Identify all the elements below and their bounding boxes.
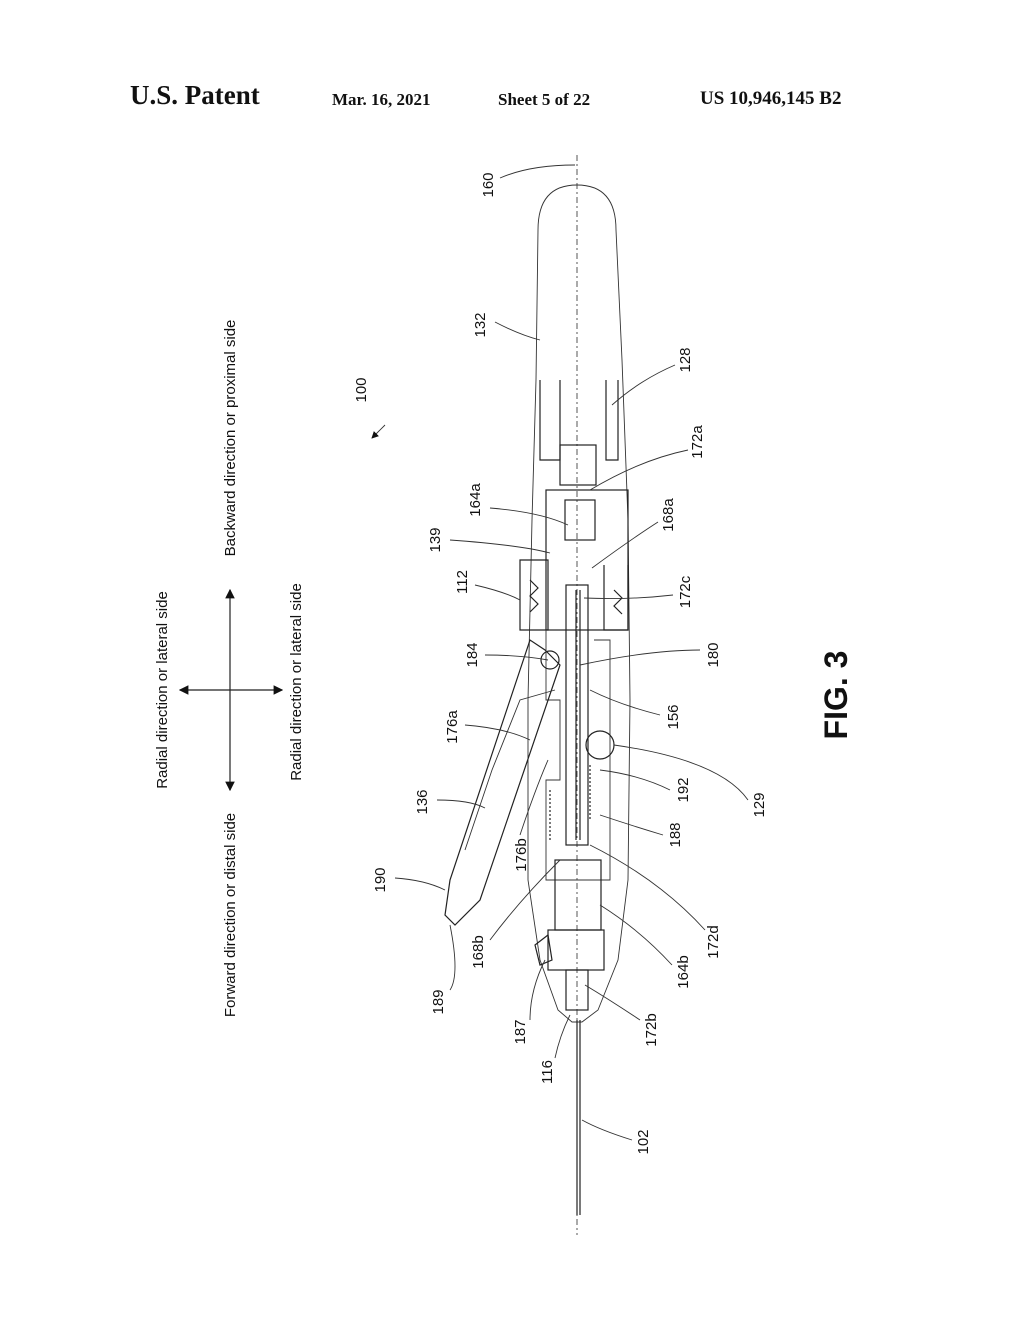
ref-172b: 172b (643, 1013, 660, 1046)
sheet-number: Sheet 5 of 22 (498, 90, 591, 109)
ref-129: 129 (751, 792, 768, 817)
ref-180: 180 (705, 642, 722, 667)
patent-number: US 10,946,145 B2 (700, 88, 842, 109)
ref-188: 188 (667, 822, 684, 847)
ref-184: 184 (464, 642, 481, 667)
ref-132: 132 (472, 312, 489, 337)
ref-176b: 176b (513, 838, 530, 871)
direction-arrows (178, 588, 284, 792)
direction-radial-left: Radial direction or lateral side (154, 591, 171, 789)
figure-caption: FIG. 3 (818, 651, 854, 740)
direction-radial-right: Radial direction or lateral side (288, 583, 305, 781)
ref-139: 139 (427, 527, 444, 552)
ref-164a: 164a (467, 483, 484, 517)
ref-190: 190 (372, 867, 389, 892)
ref-187: 187 (512, 1019, 529, 1044)
leader-lines (371, 164, 749, 1141)
patent-date: Mar. 16, 2021 (332, 90, 431, 109)
ref-160: 160 (480, 172, 497, 197)
ref-128: 128 (677, 347, 694, 372)
ref-156: 156 (665, 704, 682, 729)
ref-172d: 172d (705, 925, 722, 958)
direction-backward: Backward direction or proximal side (222, 320, 239, 557)
device-body (444, 155, 631, 1235)
ref-189: 189 (430, 989, 447, 1014)
reference-numerals: 160 132 128 172a 164a 139 168a 112 172c … (353, 172, 768, 1154)
ref-164b: 164b (675, 955, 692, 988)
ref-116: 116 (539, 1060, 556, 1084)
ref-136: 136 (414, 789, 431, 814)
ref-168a: 168a (660, 498, 677, 532)
ref-192: 192 (675, 777, 692, 802)
ref-172c: 172c (677, 575, 694, 608)
ref-102: 102 (635, 1129, 652, 1154)
ref-172a: 172a (689, 425, 706, 459)
ref-112: 112 (454, 570, 471, 594)
ref-100: 100 (353, 377, 370, 402)
ref-168b: 168b (470, 935, 487, 968)
direction-forward: Forward direction or distal side (222, 813, 239, 1017)
ref-176a: 176a (444, 710, 461, 744)
patent-title: U.S. Patent (130, 80, 260, 110)
